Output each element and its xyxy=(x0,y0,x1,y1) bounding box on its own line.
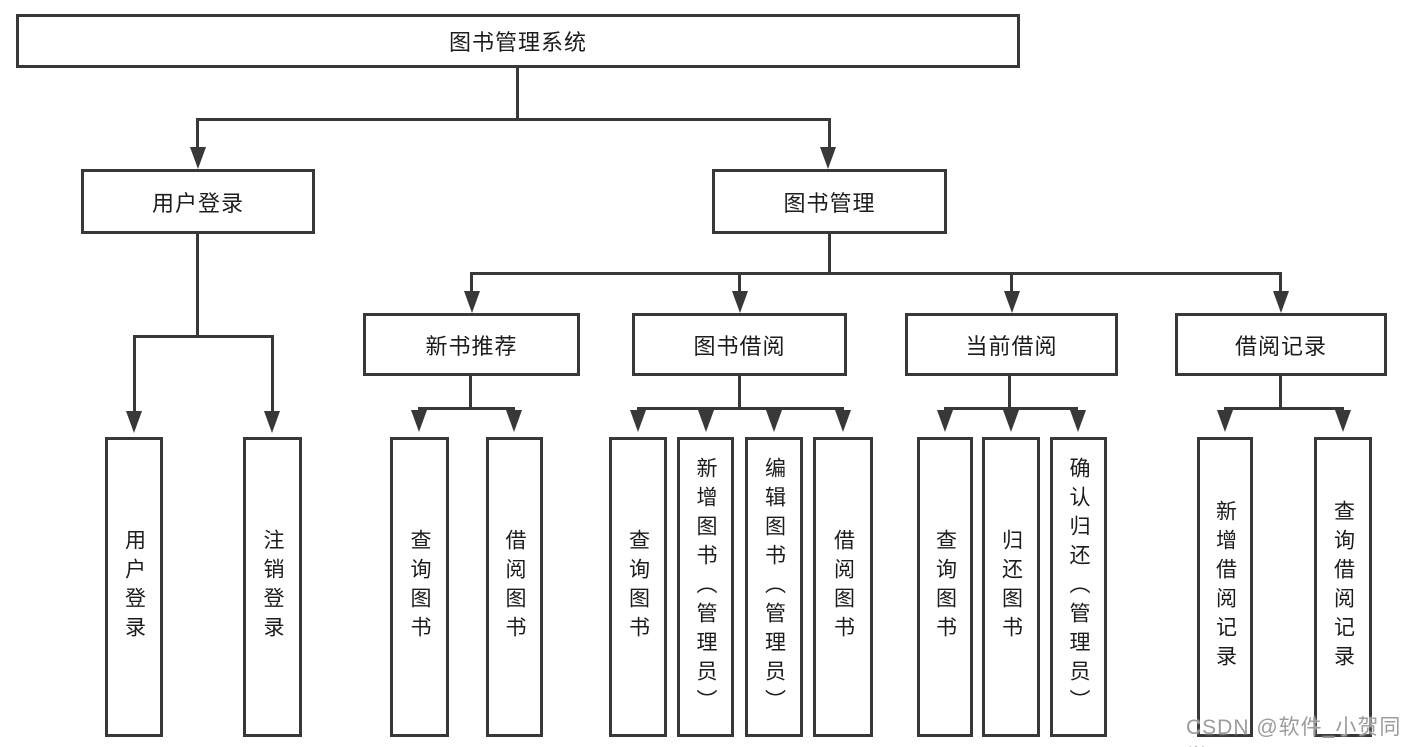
connector-line xyxy=(1279,376,1282,409)
connector-line xyxy=(738,376,741,409)
node-label: 图书管理系统 xyxy=(448,30,587,55)
connector-line xyxy=(470,272,473,292)
arrow-down-icon xyxy=(1070,410,1086,432)
node-return-book: 归还图书 xyxy=(982,437,1040,737)
arrow-down-icon xyxy=(937,410,953,432)
arrow-down-icon xyxy=(464,291,480,313)
node-user-login-leaf: 用户登录 xyxy=(105,437,163,737)
arrow-down-icon xyxy=(766,410,782,432)
node-label: 新增图书（管理员） xyxy=(694,456,717,718)
node-query-book-borrowing: 查询图书 xyxy=(609,437,667,737)
arrow-down-icon xyxy=(820,147,836,169)
node-label: 确认归还（管理员） xyxy=(1067,456,1090,718)
node-label: 查询图书 xyxy=(408,529,431,645)
node-label: 用户登录 xyxy=(151,190,244,216)
node-add-borrow-record: 新增借阅记录 xyxy=(1197,437,1253,737)
arrow-down-icon xyxy=(630,410,646,432)
node-user-login: 用户登录 xyxy=(81,169,315,234)
connector-line xyxy=(828,118,831,148)
node-query-book-current: 查询图书 xyxy=(917,437,973,737)
arrow-down-icon xyxy=(732,291,748,313)
connector-line xyxy=(196,118,830,121)
node-label: 新书推荐 xyxy=(425,333,518,359)
arrow-down-icon xyxy=(1003,410,1019,432)
connector-line xyxy=(738,272,741,292)
connector-line xyxy=(1010,272,1013,292)
connector-line xyxy=(1279,272,1282,292)
node-borrow-book: 借阅图书 xyxy=(813,437,873,737)
connector-line xyxy=(944,407,1078,410)
connector-line xyxy=(196,118,199,148)
node-label: 图书管理 xyxy=(783,190,876,216)
node-book-management: 图书管理 xyxy=(712,169,947,234)
connector-line xyxy=(469,376,472,409)
connector-line xyxy=(1008,376,1011,409)
node-confirm-return-admin: 确认归还（管理员） xyxy=(1050,437,1107,737)
node-label: 编辑图书（管理员） xyxy=(762,456,786,718)
node-borrowing-records: 借阅记录 xyxy=(1175,313,1387,376)
connector-line xyxy=(637,407,844,410)
node-current-borrowing: 当前借阅 xyxy=(905,313,1118,376)
node-label: 借阅图书 xyxy=(831,529,855,645)
node-label: 借阅记录 xyxy=(1234,333,1327,359)
connector-line xyxy=(418,407,515,410)
connector-line xyxy=(470,272,1281,275)
connector-line xyxy=(196,234,199,337)
connector-line xyxy=(271,335,274,412)
arrow-down-icon xyxy=(411,410,427,432)
node-label: 查询借阅记录 xyxy=(1331,500,1355,674)
node-borrow-book-recommend: 借阅图书 xyxy=(486,437,543,737)
node-new-book-recommend: 新书推荐 xyxy=(363,313,580,376)
node-query-borrow-record: 查询借阅记录 xyxy=(1314,437,1372,737)
arrow-down-icon xyxy=(835,410,851,432)
node-label: 归还图书 xyxy=(999,529,1023,645)
connector-line xyxy=(828,234,831,274)
arrow-down-icon xyxy=(190,147,206,169)
arrow-down-icon xyxy=(698,410,714,432)
arrow-down-icon xyxy=(1273,291,1289,313)
arrow-down-icon xyxy=(126,411,142,433)
arrow-down-icon xyxy=(1335,410,1351,432)
arrow-down-icon xyxy=(264,411,280,433)
node-label: 图书借阅 xyxy=(693,333,786,359)
node-query-book-recommend: 查询图书 xyxy=(390,437,449,737)
node-library-system: 图书管理系统 xyxy=(16,14,1020,68)
node-label: 注销登录 xyxy=(261,529,284,645)
connector-line xyxy=(516,68,519,119)
node-label: 查询图书 xyxy=(933,529,957,645)
csdn-watermark: CSDN @软件_小贺同学 xyxy=(1186,716,1402,747)
node-logout-leaf: 注销登录 xyxy=(243,437,302,737)
arrow-down-icon xyxy=(1217,410,1233,432)
node-label: 借阅图书 xyxy=(503,529,526,645)
node-label: 查询图书 xyxy=(626,529,650,645)
node-label: 当前借阅 xyxy=(965,333,1058,359)
connector-line xyxy=(133,335,136,412)
node-book-borrowing: 图书借阅 xyxy=(632,313,847,376)
arrow-down-icon xyxy=(506,410,522,432)
arrow-down-icon xyxy=(1004,291,1020,313)
connector-line xyxy=(1224,407,1344,410)
connector-line xyxy=(133,335,274,338)
node-label: 用户登录 xyxy=(122,529,146,645)
node-add-book-admin: 新增图书（管理员） xyxy=(677,437,734,737)
node-label: 新增借阅记录 xyxy=(1213,500,1237,674)
node-edit-book-admin: 编辑图书（管理员） xyxy=(745,437,803,737)
